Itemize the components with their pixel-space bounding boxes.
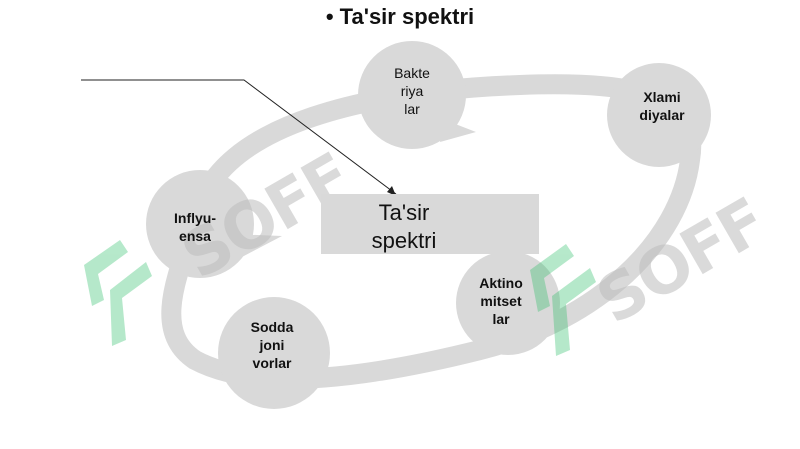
node-label-xlamidiyalar: Xlami diyalar — [639, 89, 685, 123]
watermark-green-right — [530, 244, 596, 356]
node-tail-bakteriyalar — [440, 120, 476, 142]
center-line-1: Ta'sir — [378, 200, 430, 225]
node-circle-soddajonivorlar — [218, 297, 330, 409]
node-label-bakteriyalar: Bakte riya lar — [394, 65, 430, 117]
node-label-aktinomitsetlar: Aktino mitset lar — [479, 275, 523, 327]
center-box: Ta'sir spektri — [321, 194, 539, 254]
node-tail-influensa — [230, 234, 282, 258]
node-circle-aktinomitsetlar — [456, 251, 560, 355]
connector-arrowhead — [387, 186, 396, 196]
connector-line — [81, 79, 397, 195]
slide-title: • Ta'sir spektri — [325, 4, 475, 29]
node-circle-influensa — [146, 170, 254, 278]
center-line-2: spektri — [371, 228, 437, 253]
node-circle-xlamidiyalar — [607, 63, 711, 167]
node-label-influensa: Inflyu- ensa — [174, 210, 216, 244]
watermark-green-left — [84, 240, 152, 346]
node-label-soddajonivorlar: Sodda joni vorlar — [250, 319, 294, 371]
node-circle-bakteriyalar — [358, 41, 466, 149]
